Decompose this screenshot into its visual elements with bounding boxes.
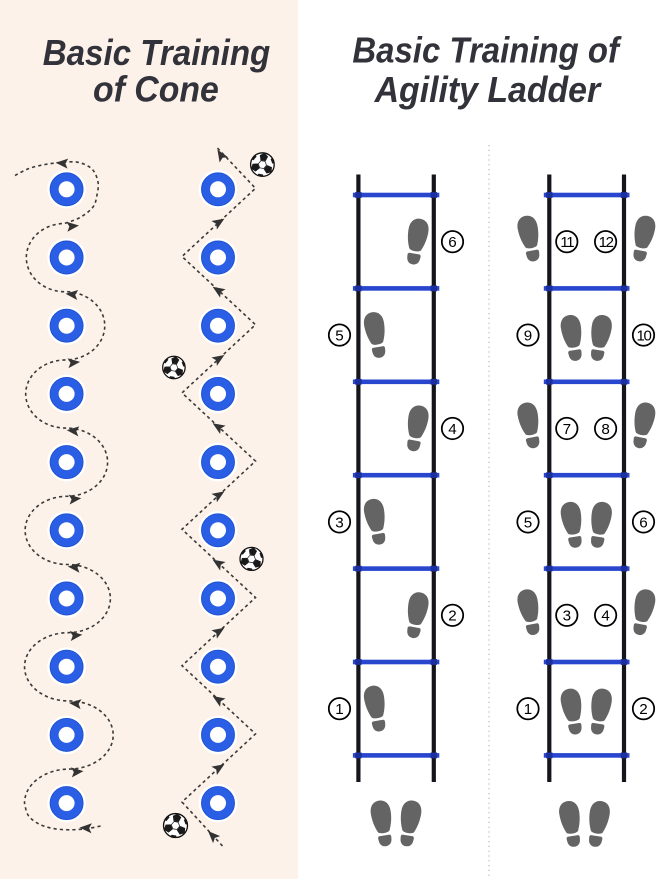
svg-text:1: 1 xyxy=(524,701,532,718)
svg-text:11: 11 xyxy=(560,234,574,251)
svg-text:4: 4 xyxy=(601,608,609,625)
svg-text:5: 5 xyxy=(524,514,532,531)
svg-text:Basic Training of: Basic Training of xyxy=(352,31,622,71)
svg-text:6: 6 xyxy=(639,514,647,531)
svg-text:7: 7 xyxy=(563,421,571,438)
svg-text:10: 10 xyxy=(637,327,652,344)
svg-text:12: 12 xyxy=(599,234,614,251)
svg-text:Agility Ladder: Agility Ladder xyxy=(374,70,603,110)
svg-text:8: 8 xyxy=(601,421,609,438)
svg-text:Basic Training: Basic Training xyxy=(43,34,271,74)
svg-text:3: 3 xyxy=(563,608,571,625)
svg-text:2: 2 xyxy=(639,701,647,718)
svg-text:4: 4 xyxy=(448,421,456,438)
svg-text:9: 9 xyxy=(524,328,532,345)
svg-text:6: 6 xyxy=(448,234,456,251)
svg-text:3: 3 xyxy=(335,514,343,531)
svg-text:1: 1 xyxy=(335,701,343,718)
svg-text:of Cone: of Cone xyxy=(93,69,219,109)
svg-text:2: 2 xyxy=(448,608,456,625)
svg-text:5: 5 xyxy=(335,328,343,345)
